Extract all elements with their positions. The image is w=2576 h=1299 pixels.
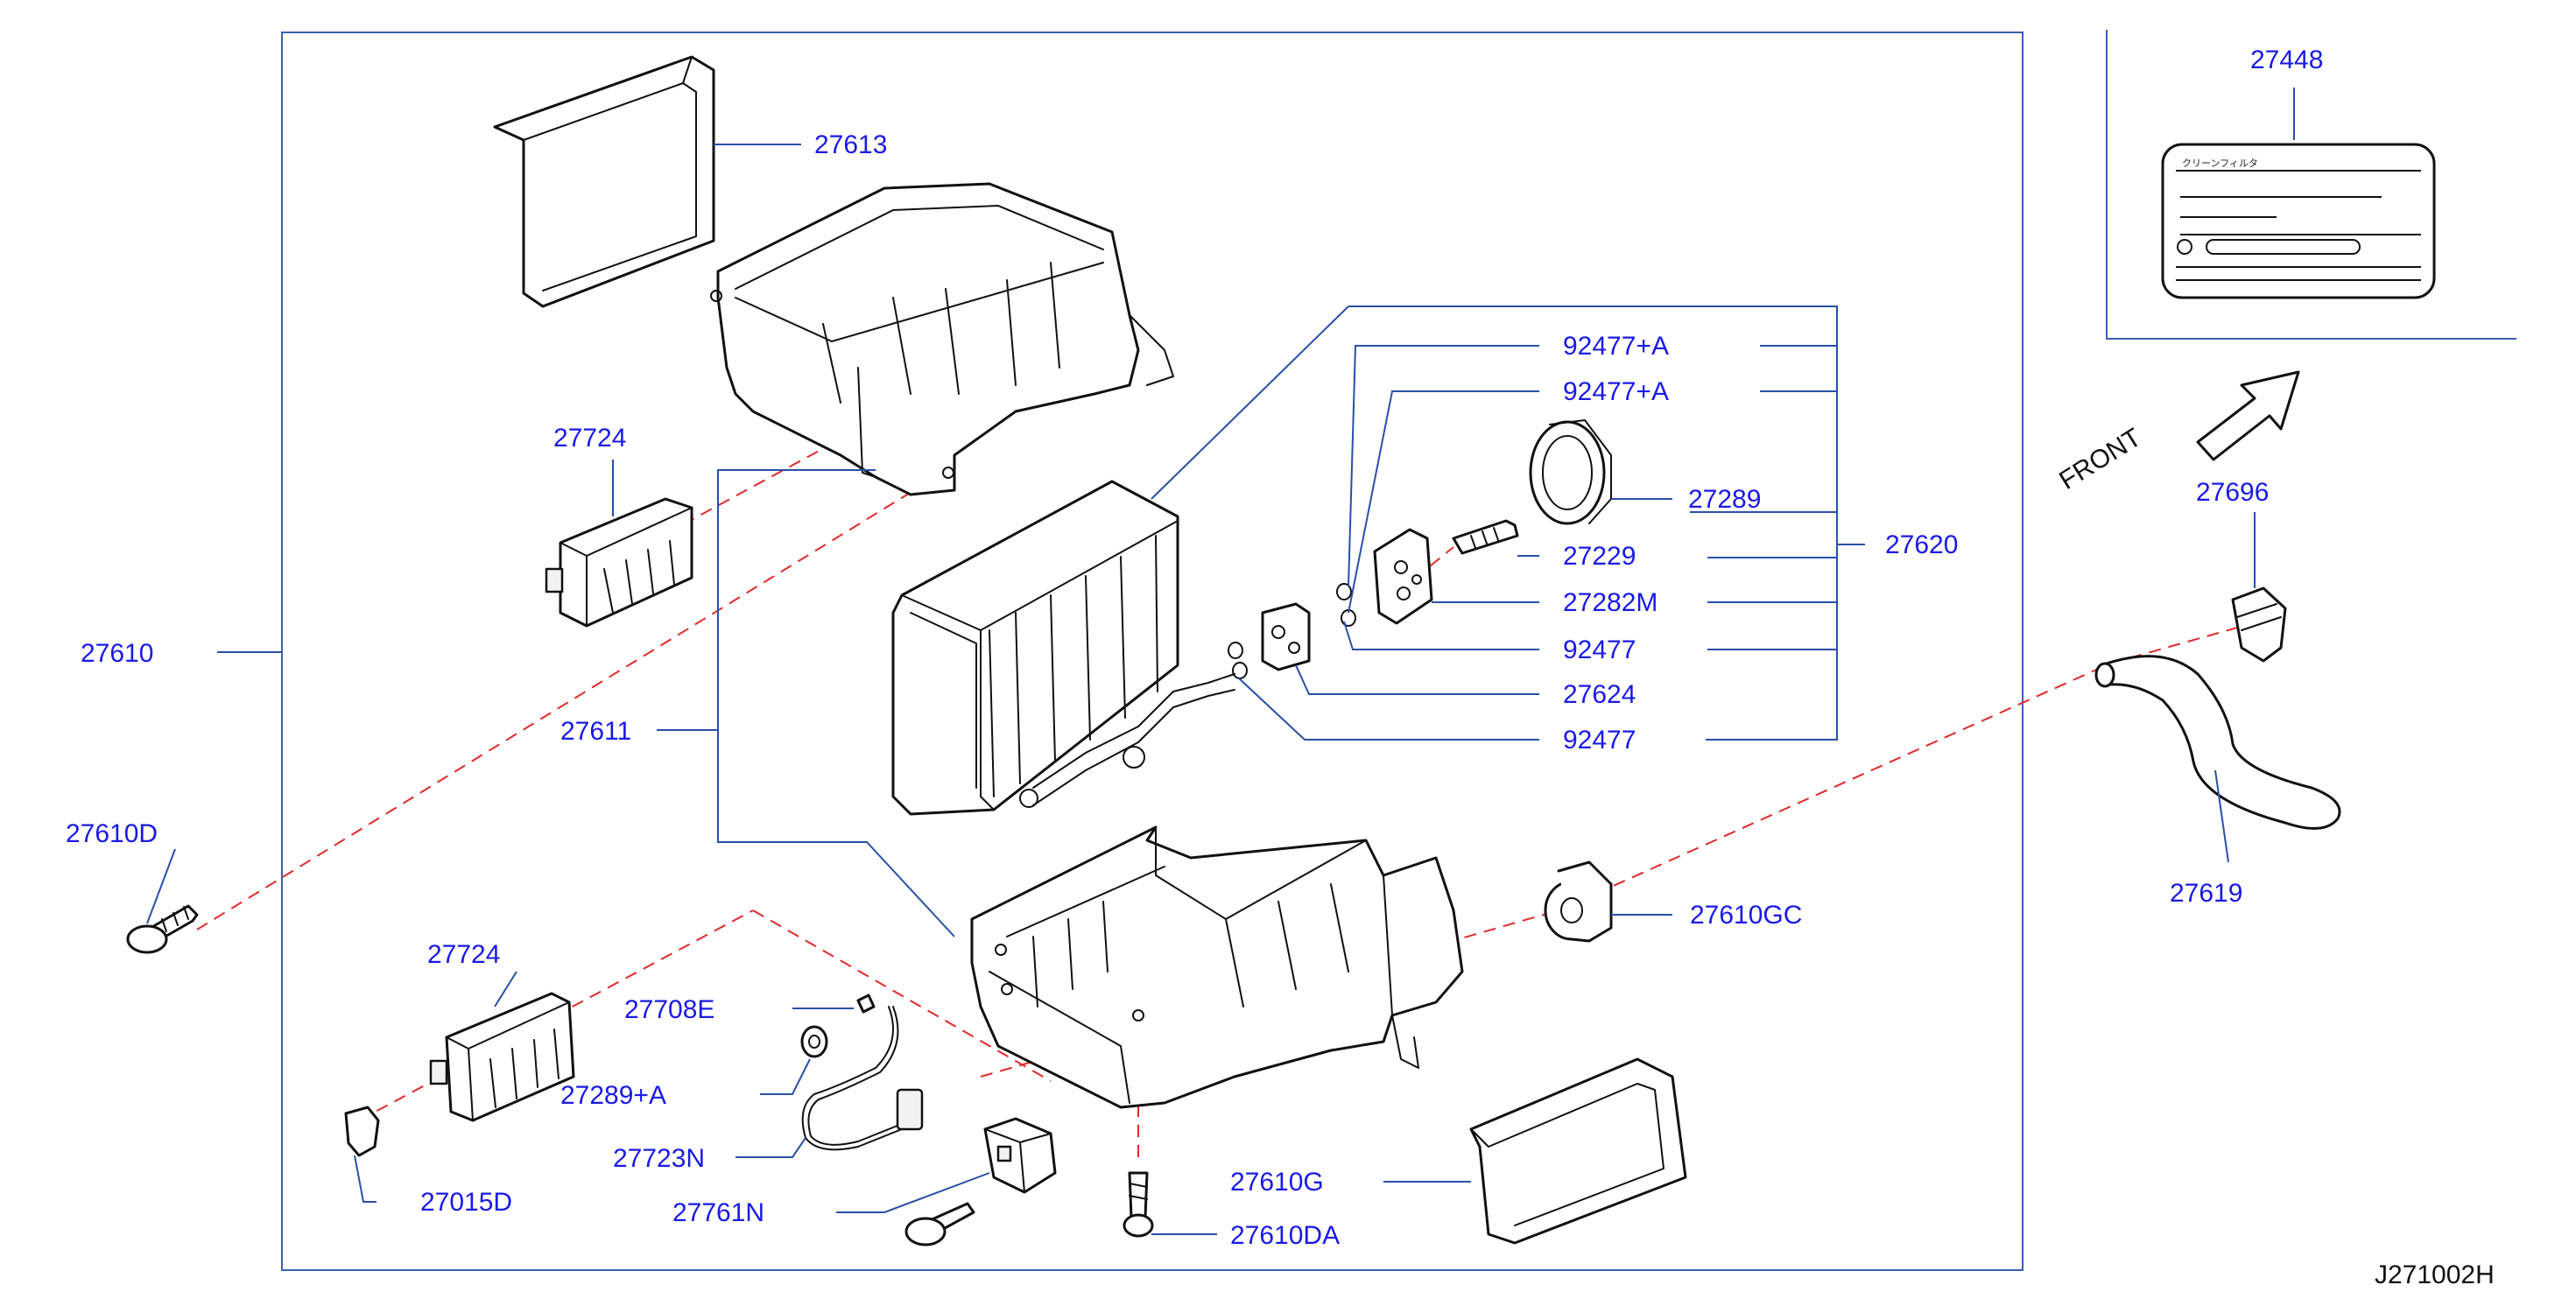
- part-27724-upper: [545, 497, 693, 628]
- callout-27015D[interactable]: 27015D: [420, 1188, 512, 1217]
- callout-27610D[interactable]: 27610D: [66, 819, 158, 848]
- callout-27723N[interactable]: 27723N: [613, 1144, 705, 1173]
- part-27229-bolt: [1452, 519, 1519, 555]
- part-27761N-resistor: [983, 1117, 1057, 1194]
- part-27610GC-mount: [1544, 860, 1613, 943]
- callout-27289A[interactable]: 27289+A: [560, 1081, 666, 1110]
- part-27610D-screw: [126, 904, 199, 954]
- part-27696-clamp: [2231, 586, 2287, 663]
- part-screw-27761N: [904, 1202, 975, 1246]
- part-27448-label: [2161, 143, 2436, 299]
- callout-27761N[interactable]: 27761N: [672, 1198, 764, 1227]
- part-27708E-clip: [856, 994, 876, 1014]
- callout-27610GC[interactable]: 27610GC: [1690, 901, 1802, 930]
- part-27613-filter-frame: [493, 55, 715, 308]
- leader-lines: [146, 88, 2295, 1235]
- callout-27610DA[interactable]: 27610DA: [1230, 1221, 1340, 1250]
- part-27015D-clip: [344, 1106, 380, 1157]
- callout-27624[interactable]: 27624: [1563, 680, 1636, 709]
- callout-92477-c[interactable]: 92477: [1563, 726, 1636, 755]
- part-lower-case: [970, 825, 1464, 1109]
- callout-27611[interactable]: 27611: [560, 717, 631, 746]
- callout-27724-upper[interactable]: 27724: [553, 424, 626, 453]
- part-27289-grommet: [1529, 419, 1612, 525]
- part-27282M-block: [1373, 528, 1433, 625]
- callout-27724-lower[interactable]: 27724: [427, 940, 500, 969]
- callouts: 27613 27724 27610 27611 27610D 27724 277…: [66, 46, 2323, 1250]
- callout-27282M[interactable]: 27282M: [1563, 588, 1658, 617]
- part-27723N-harness: [801, 1006, 924, 1151]
- callout-27610G[interactable]: 27610G: [1230, 1168, 1324, 1197]
- diagram-id: J271002H: [2375, 1260, 2495, 1289]
- callout-92477A-2[interactable]: 92477+A: [1563, 377, 1669, 406]
- part-27724-lower: [429, 992, 575, 1122]
- part-27624-expansion-valve: [1261, 602, 1311, 671]
- part-upper-case: [710, 182, 1174, 496]
- part-27610DA-screw: [1123, 1171, 1154, 1238]
- callout-27620[interactable]: 27620: [1885, 530, 1958, 559]
- callout-27229[interactable]: 27229: [1563, 542, 1636, 571]
- front-arrow: [2196, 370, 2300, 461]
- callout-27619[interactable]: 27619: [2170, 879, 2242, 908]
- callout-27289[interactable]: 27289: [1688, 485, 1761, 514]
- callout-27448[interactable]: 27448: [2250, 46, 2323, 74]
- part-27619-drain-hose: [2094, 655, 2341, 830]
- part-27610G-filter-frame: [1469, 1057, 1687, 1245]
- front-label: FRONT: [2054, 423, 2146, 495]
- callout-92477A-1[interactable]: 92477+A: [1563, 332, 1669, 361]
- callout-27708E[interactable]: 27708E: [624, 995, 714, 1024]
- part-27611-evaporator: [891, 480, 1235, 816]
- callout-92477-b[interactable]: 92477: [1563, 635, 1636, 664]
- filter-label-text: クリーンフィルタ: [2182, 158, 2258, 169]
- callout-27610[interactable]: 27610: [81, 639, 153, 668]
- callout-27696[interactable]: 27696: [2196, 478, 2269, 507]
- callout-27613[interactable]: 27613: [814, 130, 887, 159]
- label-inset-frame: [2106, 30, 2516, 340]
- part-27289A-grommet: [800, 1025, 828, 1058]
